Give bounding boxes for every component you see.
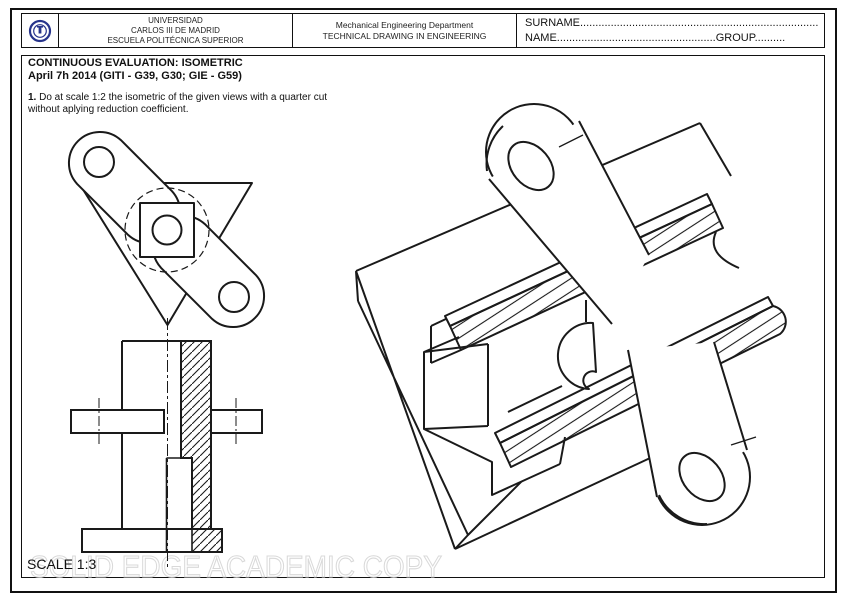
university-line: CARLOS III DE MADRID	[131, 25, 220, 35]
drawing-area-frame	[21, 55, 825, 578]
upper-lobe-tangent-tick	[558, 134, 584, 148]
lower-lobe-hole	[678, 451, 726, 503]
exam-title: CONTINUOUS EVALUATION: ISOMETRIC	[28, 57, 243, 69]
bore-floor-edges	[507, 300, 587, 413]
uc3m-logo-icon	[28, 19, 52, 42]
university-line: UNIVERSIDAD	[148, 15, 203, 25]
hidden-cylinder-dashed-circle	[124, 187, 210, 273]
top-view-triangular-plate	[67, 130, 266, 329]
upper-lobe-hole	[507, 140, 555, 192]
left-arm-edge-view	[70, 409, 165, 434]
lower-lobe-thickness-arc	[658, 494, 708, 526]
header-logo-cell	[21, 13, 59, 48]
quarter-cut-notch-edges	[423, 336, 566, 496]
upper-lobe-thickness-arc	[485, 125, 504, 172]
section-hatch-column	[180, 340, 212, 530]
section-hatch-flange	[191, 528, 223, 553]
isometric-view-quarter-cut	[355, 103, 787, 550]
instruction-line-2: without aplying reduction coefficient.	[28, 104, 189, 115]
solid-edge-watermark: SOLID EDGE ACADEMIC COPY	[30, 549, 442, 584]
lobe-hole	[83, 146, 115, 178]
exam-date-groups: April 7h 2014 (GITI - G39, G30; GIE - G5…	[28, 70, 242, 82]
bore-edge	[165, 457, 181, 552]
department-line: TECHNICAL DRAWING IN ENGINEERING	[322, 30, 487, 41]
instruction-text: Do at scale 1:2 the isometric of the giv…	[36, 92, 328, 103]
name-group-field: NAME....................................…	[525, 31, 785, 46]
instruction-number: 1.	[28, 92, 37, 103]
upper-lobe-arm-edges	[488, 120, 650, 325]
lower-lobe-tangent-tick	[730, 436, 757, 446]
column-outline	[121, 340, 212, 529]
scale-label: SCALE 1:3	[27, 556, 97, 572]
university-line: ESCUELA POLITÉCNICA SUPERIOR	[107, 35, 244, 45]
lower-lobe-arm-edges	[627, 341, 748, 498]
group-label: GROUP..........	[715, 31, 786, 44]
bore-concave-arc	[712, 231, 740, 269]
header-university-cell: UNIVERSIDAD CARLOS III DE MADRID ESCUELA…	[58, 13, 293, 48]
name-label: NAME....................................…	[525, 31, 716, 44]
boss-left-end-face	[430, 317, 462, 364]
lobe-hole	[218, 281, 250, 313]
department-line: Mechanical Engineering Department	[335, 19, 474, 30]
header-department-cell: Mechanical Engineering Department TECHNI…	[292, 13, 517, 48]
bore-notch-profile	[557, 321, 597, 390]
center-bore-circle	[151, 214, 183, 246]
header-name-fields-cell: SURNAME.................................…	[516, 13, 825, 48]
instruction-line-1: 1. Do at scale 1:2 the isometric of the …	[28, 92, 327, 103]
lower-lobe-arm-fill	[628, 342, 747, 497]
sheet-outer-frame	[10, 8, 837, 593]
front-view-half-section	[70, 318, 263, 570]
surname-field: SURNAME.................................…	[525, 16, 819, 29]
